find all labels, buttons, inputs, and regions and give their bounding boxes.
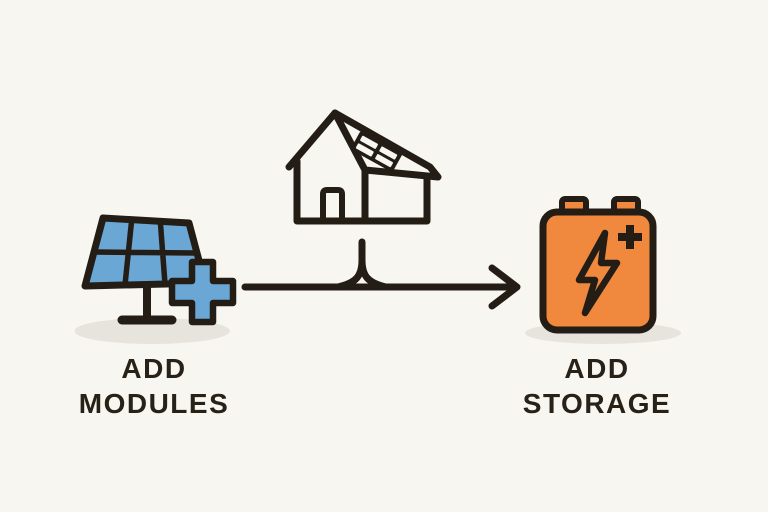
storage-label: ADD STORAGE bbox=[497, 351, 697, 421]
plus-terminal-icon bbox=[618, 225, 642, 249]
battery-body bbox=[539, 208, 657, 334]
storage-label-line2: STORAGE bbox=[522, 388, 672, 419]
plus-icon bbox=[168, 258, 237, 326]
storage-label-line1: ADD bbox=[564, 353, 630, 384]
modules-label-line2: MODULES bbox=[78, 388, 230, 419]
modules-label-line1: ADD bbox=[121, 353, 187, 384]
solar-panel-with-plus-icon bbox=[75, 214, 237, 344]
modules-label: ADD MODULES bbox=[54, 351, 254, 421]
merge-arrow-right-icon bbox=[241, 238, 521, 310]
lightning-bolt-icon bbox=[575, 229, 621, 317]
rooftop-solar-panel-icon bbox=[351, 131, 402, 172]
merge-stem bbox=[334, 238, 390, 291]
panel-grid bbox=[91, 216, 200, 288]
house-door bbox=[320, 187, 345, 224]
house-with-rooftop-solar-icon bbox=[285, 109, 442, 225]
battery-with-lightning-bolt-icon bbox=[525, 196, 681, 344]
arrowhead bbox=[488, 264, 521, 310]
